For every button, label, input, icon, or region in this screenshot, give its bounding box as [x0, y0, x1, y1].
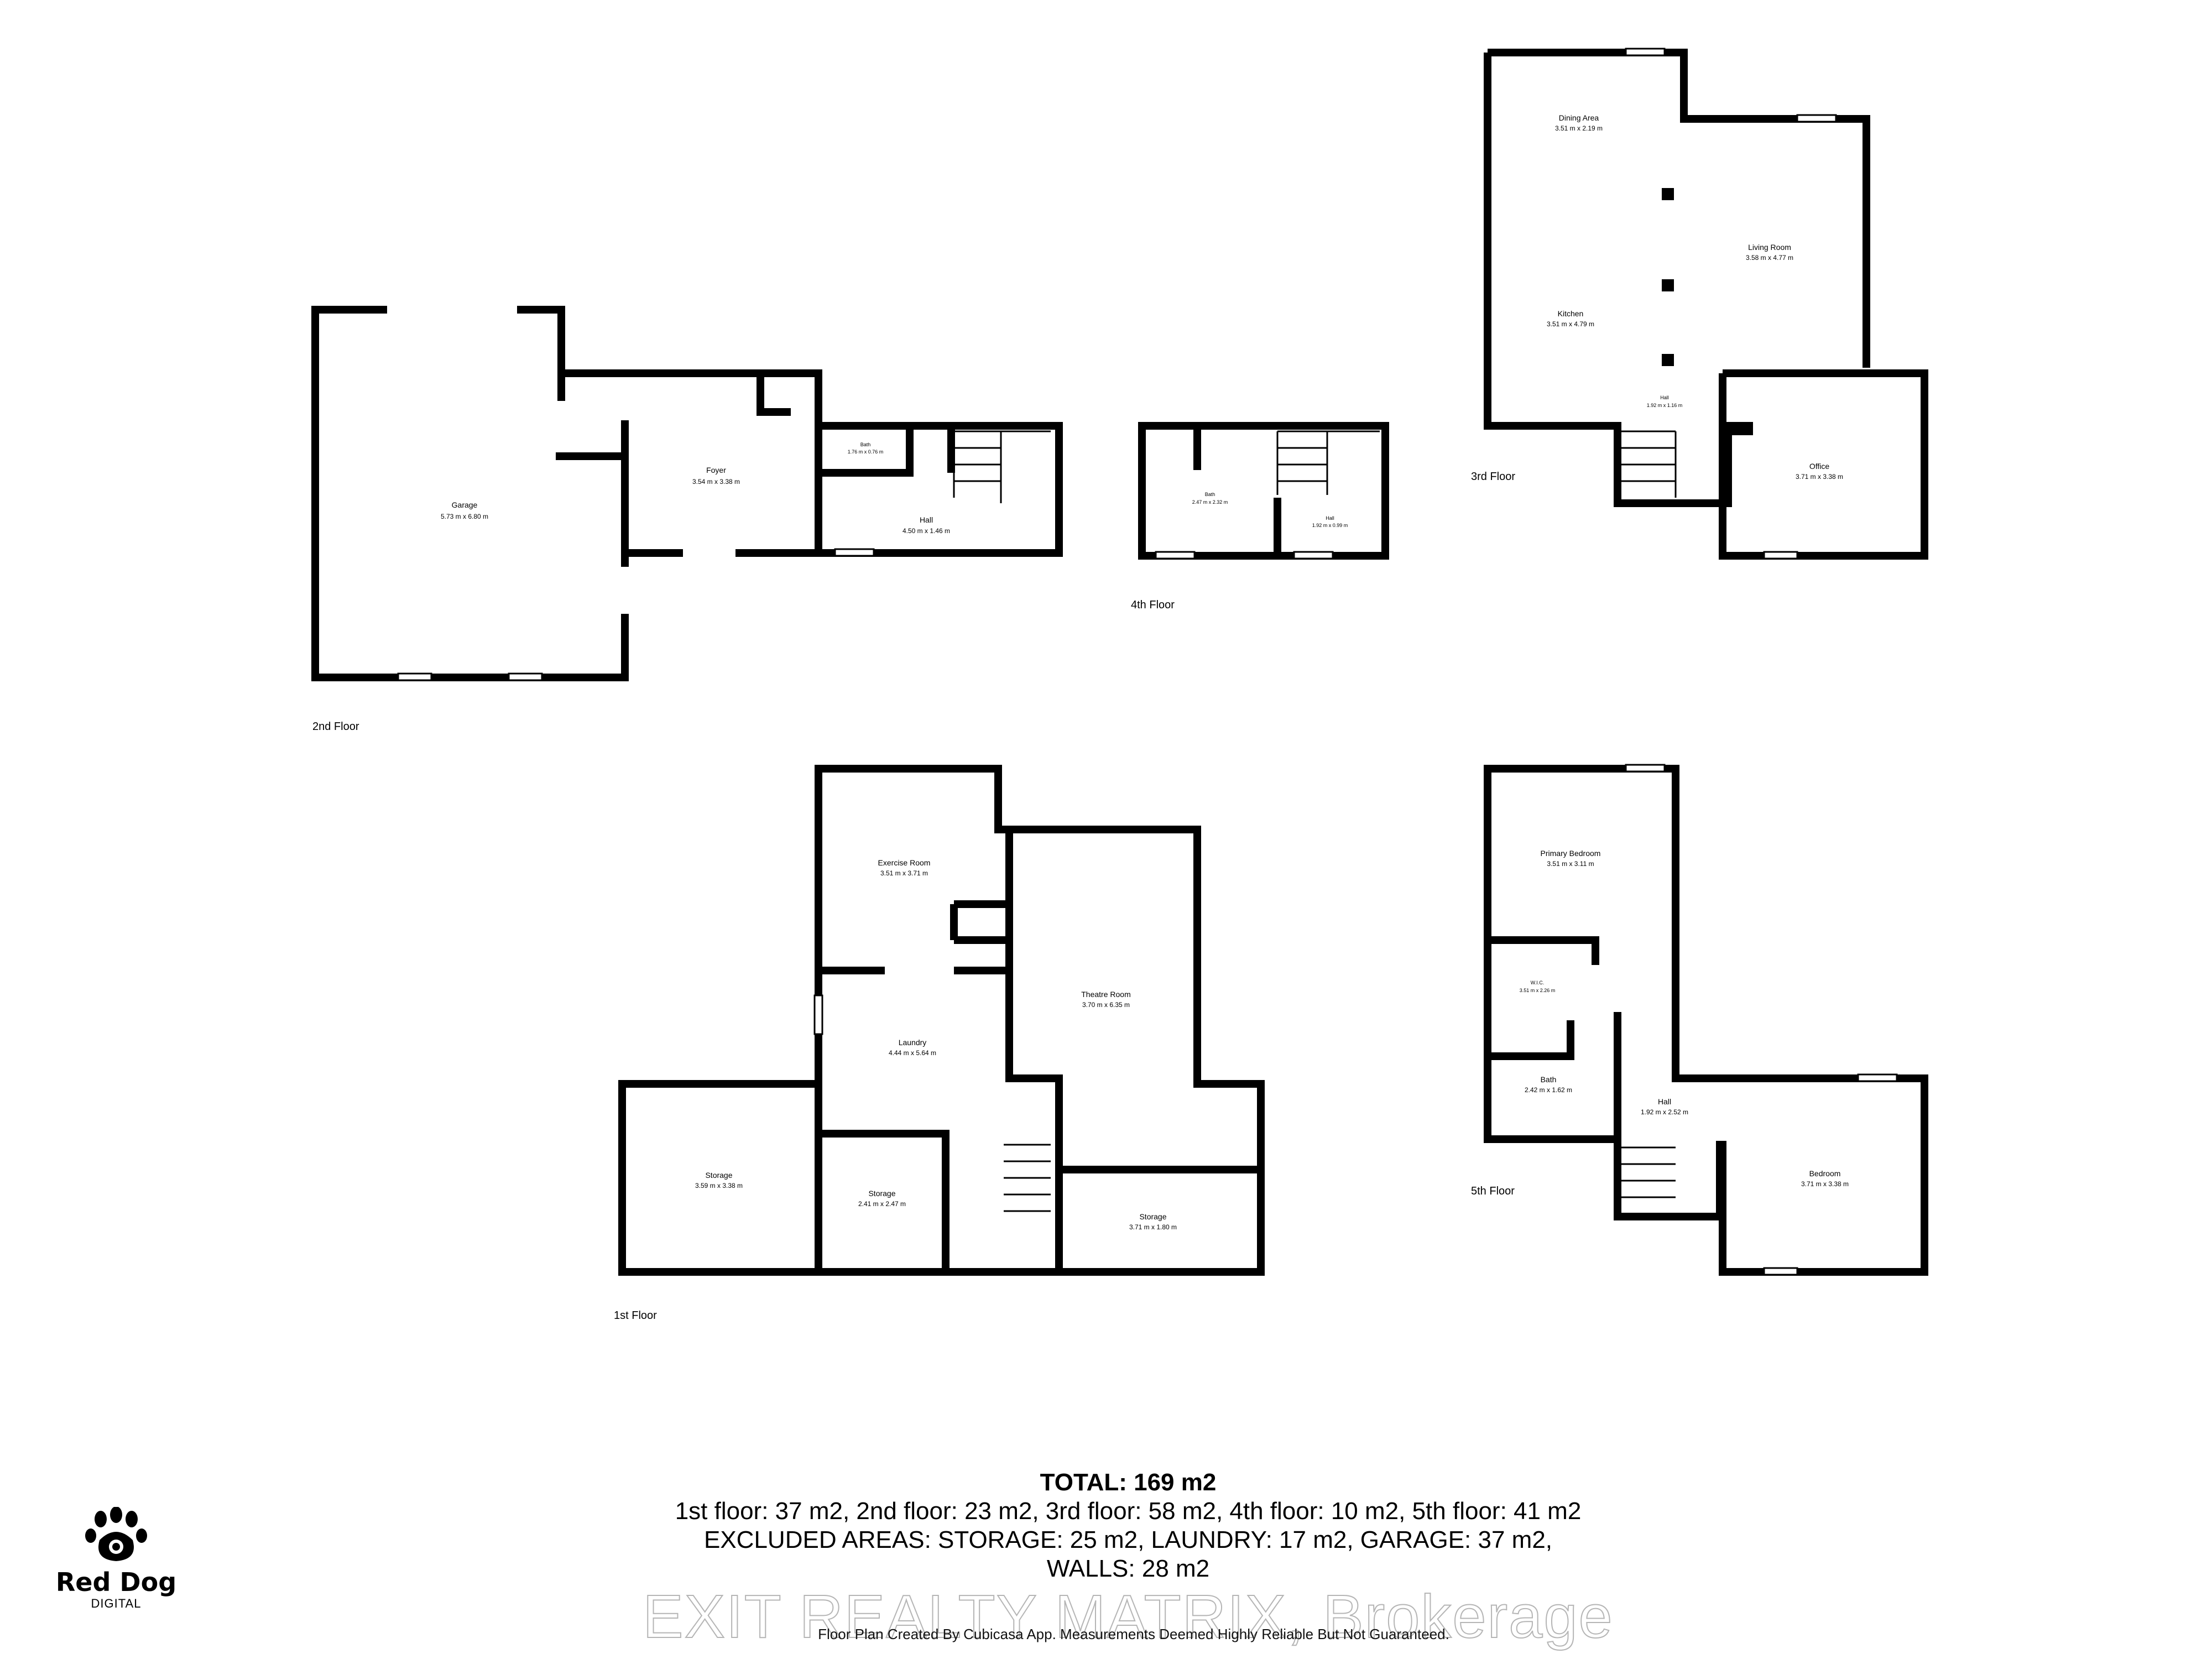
room-name-hall-2nd: Hall: [920, 515, 933, 524]
fl3-walls: [1488, 49, 1870, 368]
floor-label-4th: 4th Floor: [1131, 599, 1175, 611]
area-summary: TOTAL: 169 m2 1st floor: 37 m2, 2nd floo…: [520, 1468, 1736, 1583]
logo-name: Red Dog: [55, 1567, 177, 1597]
floor-label-3rd: 3rd Floor: [1471, 471, 1515, 483]
window: [397, 672, 432, 681]
fl1-inner-c: [950, 900, 1009, 944]
stairs-4th: [1276, 430, 1380, 495]
fl1-inner-b: [815, 1084, 1261, 1272]
room-dim-kitchen: 3.51 m x 4.79 m: [1547, 320, 1594, 328]
window: [1763, 551, 1798, 560]
brokerage-watermark: EXIT REALTY MATRIX, Brokerage: [642, 1582, 1614, 1651]
room-dim-theatre: 3.70 m x 6.35 m: [1082, 1001, 1130, 1009]
room-name-hall-4th: Hall: [1326, 515, 1334, 521]
room-dim-hall-2nd: 4.50 m x 1.46 m: [902, 527, 950, 535]
fl3-left: [1484, 53, 1753, 507]
room-name-primary-bedroom: Primary Bedroom: [1541, 849, 1601, 858]
garage-walls: [311, 306, 629, 681]
stairs-5th: [1620, 1146, 1676, 1198]
fl1-walls: [618, 765, 1265, 1276]
floor-label-1st: 1st Floor: [614, 1310, 657, 1322]
floor-label-5th: 5th Floor: [1471, 1185, 1515, 1197]
foyer-walls: [561, 369, 822, 426]
window: [1763, 1267, 1798, 1276]
foyer-bottom: [625, 373, 822, 557]
window: [1155, 551, 1196, 560]
room-name-hall-3rd: Hall: [1660, 395, 1669, 400]
window: [1625, 764, 1666, 773]
room-dim-storage-3: 3.71 m x 1.80 m: [1129, 1223, 1177, 1231]
room-dim-dining: 3.51 m x 2.19 m: [1555, 124, 1603, 132]
total-area: TOTAL: 169 m2: [1040, 1469, 1217, 1496]
room-dim-living: 3.58 m x 4.77 m: [1746, 254, 1793, 262]
window: [508, 672, 543, 681]
garage-top-right: [517, 306, 565, 401]
fl1-inner-a: [818, 830, 1063, 1272]
column: [1662, 354, 1674, 366]
paw-camera-icon: [85, 1506, 147, 1561]
window: [1625, 48, 1666, 56]
room-dim-bedroom: 3.71 m x 3.38 m: [1801, 1180, 1849, 1188]
room-dim-primary-bedroom: 3.51 m x 3.11 m: [1547, 860, 1594, 868]
room-name-garage: Garage: [452, 500, 478, 509]
room-name-theatre: Theatre Room: [1081, 990, 1130, 999]
stairs-1st: [1004, 1144, 1051, 1212]
room-name-storage-1: Storage: [705, 1171, 732, 1180]
room-name-bath-5th: Bath: [1541, 1075, 1557, 1084]
room-name-bath-4th: Bath: [1205, 492, 1215, 497]
room-dim-hall-4th: 1.92 m x 0.99 m: [1312, 523, 1348, 528]
room-dim-wic: 3.51 m x 2.26 m: [1520, 988, 1556, 993]
room-name-foyer: Foyer: [706, 466, 726, 474]
room-dim-storage-1: 3.59 m x 3.38 m: [695, 1182, 743, 1190]
room-dim-hall-3rd: 1.92 m x 1.16 m: [1647, 403, 1683, 408]
fl5-inner-b: [1614, 990, 1679, 1139]
hall2-bath: [818, 426, 955, 477]
room-name-exercise: Exercise Room: [878, 858, 931, 867]
room-name-wic: W.I.C.: [1531, 980, 1545, 985]
floor-areas: 1st floor: 37 m2, 2nd floor: 23 m2, 3rd …: [675, 1498, 1582, 1525]
room-dim-bath-2nd: 1.76 m x 0.76 m: [848, 449, 884, 455]
logo: Red Dog DIGITAL: [55, 1506, 177, 1611]
room-name-bedroom: Bedroom: [1809, 1169, 1841, 1178]
window: [834, 548, 875, 557]
room-name-bath-2nd: Bath: [860, 442, 871, 447]
room-dim-bath-5th: 2.42 m x 1.62 m: [1525, 1086, 1572, 1094]
room-dim-foyer: 3.54 m x 3.38 m: [692, 478, 740, 486]
window: [1857, 1073, 1898, 1082]
logo-subtitle: DIGITAL: [91, 1597, 142, 1610]
walls-area: WALLS: 28 m2: [1046, 1555, 1210, 1582]
column: [1662, 188, 1674, 200]
room-name-storage-2: Storage: [868, 1189, 895, 1198]
column: [1662, 279, 1674, 291]
stairs-2nd: [953, 430, 1051, 503]
room-name-storage-3: Storage: [1139, 1212, 1166, 1221]
window: [1796, 114, 1837, 123]
room-dim-exercise: 3.51 m x 3.71 m: [880, 869, 928, 877]
room-dim-garage: 5.73 m x 6.80 m: [441, 513, 488, 520]
fl4-inner: [1193, 426, 1281, 556]
fl3-office: [1719, 369, 1928, 560]
stairs-3rd: [1620, 430, 1677, 498]
excluded-areas: EXCLUDED AREAS: STORAGE: 25 m2, LAUNDRY:…: [703, 1526, 1553, 1553]
fl5-walls: [1484, 765, 1928, 1276]
room-dim-office: 3.71 m x 3.38 m: [1796, 473, 1843, 481]
room-name-laundry: Laundry: [899, 1038, 927, 1047]
hall2-walls: [818, 422, 1063, 557]
fl4-walls: [1138, 422, 1389, 560]
room-name-kitchen: Kitchen: [1558, 309, 1584, 318]
fl5-inner-a: [1488, 936, 1599, 1060]
room-dim-laundry: 4.44 m x 5.64 m: [889, 1049, 936, 1057]
room-dim-hall-5th: 1.92 m x 2.52 m: [1641, 1108, 1688, 1116]
room-name-dining: Dining Area: [1559, 113, 1599, 122]
window: [813, 994, 823, 1035]
room-dim-bath-4th: 2.47 m x 2.32 m: [1192, 499, 1228, 505]
room-name-hall-5th: Hall: [1658, 1097, 1671, 1106]
floor-label-2nd: 2nd Floor: [312, 721, 359, 733]
room-name-living: Living Room: [1748, 243, 1791, 252]
window: [1293, 551, 1334, 560]
disclaimer: Floor Plan Created By Cubicasa App. Meas…: [818, 1626, 1449, 1642]
room-name-office: Office: [1809, 462, 1830, 471]
room-dim-storage-2: 2.41 m x 2.47 m: [858, 1200, 906, 1208]
